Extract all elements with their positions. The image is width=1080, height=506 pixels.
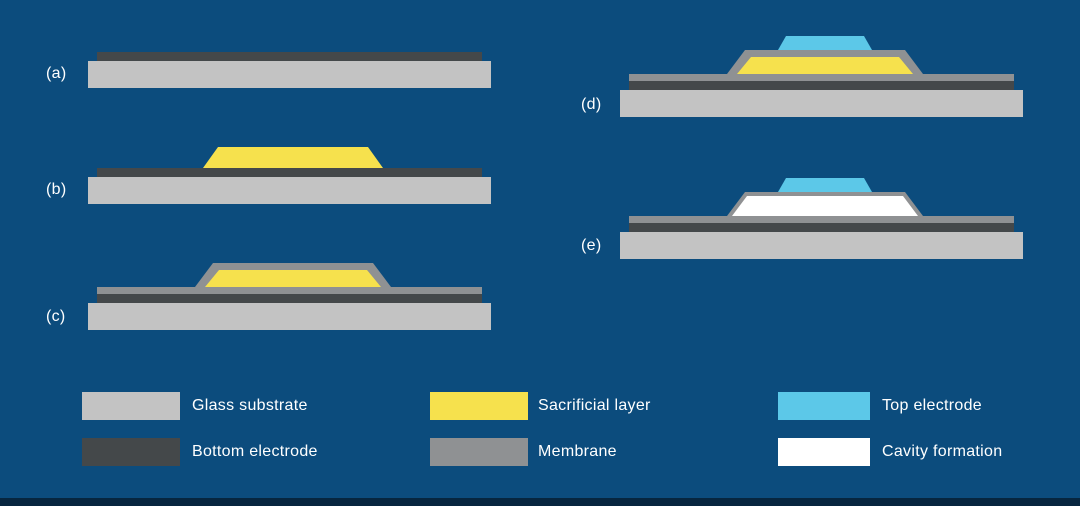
top-electrode-shape bbox=[778, 36, 872, 50]
glass-substrate-layer bbox=[620, 90, 1023, 117]
legend-label-bottom-electrode: Bottom electrode bbox=[192, 443, 318, 460]
bottom-electrode-layer bbox=[97, 168, 482, 177]
bottom-electrode-layer bbox=[629, 81, 1014, 90]
sacrificial-layer-shape bbox=[205, 270, 381, 287]
glass-substrate-layer bbox=[620, 232, 1023, 259]
legend-label-sacrificial-layer: Sacrificial layer bbox=[538, 397, 651, 414]
glass-substrate-layer bbox=[88, 303, 491, 330]
glass-substrate-layer bbox=[88, 61, 491, 88]
cavity-shape bbox=[732, 196, 918, 216]
membrane-layer bbox=[629, 74, 1014, 81]
panel-d-label: (d) bbox=[581, 96, 602, 113]
panel-a-label: (a) bbox=[46, 65, 67, 82]
legend-swatch-membrane bbox=[430, 438, 528, 466]
bottom-electrode-layer bbox=[97, 294, 482, 303]
legend-swatch-glass-substrate bbox=[82, 392, 180, 420]
sacrificial-layer-shape bbox=[737, 57, 913, 74]
panel-e-label: (e) bbox=[581, 237, 602, 254]
legend-label-cavity-formation: Cavity formation bbox=[882, 443, 1003, 460]
legend-label-top-electrode: Top electrode bbox=[882, 397, 982, 414]
bottom-electrode-layer bbox=[97, 52, 482, 61]
legend-label-membrane: Membrane bbox=[538, 443, 617, 460]
legend-swatch-cavity-formation bbox=[778, 438, 870, 466]
panel-c-label: (c) bbox=[46, 308, 66, 325]
legend-swatch-top-electrode bbox=[778, 392, 870, 420]
glass-substrate-layer bbox=[88, 177, 491, 204]
legend-swatch-bottom-electrode bbox=[82, 438, 180, 466]
bottom-electrode-layer bbox=[629, 223, 1014, 232]
panel-b-label: (b) bbox=[46, 181, 67, 198]
legend-label-glass-substrate: Glass substrate bbox=[192, 397, 308, 414]
bottom-accent-bar bbox=[0, 498, 1080, 506]
sacrificial-layer-shape bbox=[203, 147, 383, 168]
membrane-layer bbox=[97, 287, 482, 294]
membrane-layer bbox=[629, 216, 1014, 223]
top-electrode-shape bbox=[778, 178, 872, 192]
legend-swatch-sacrificial-layer bbox=[430, 392, 528, 420]
